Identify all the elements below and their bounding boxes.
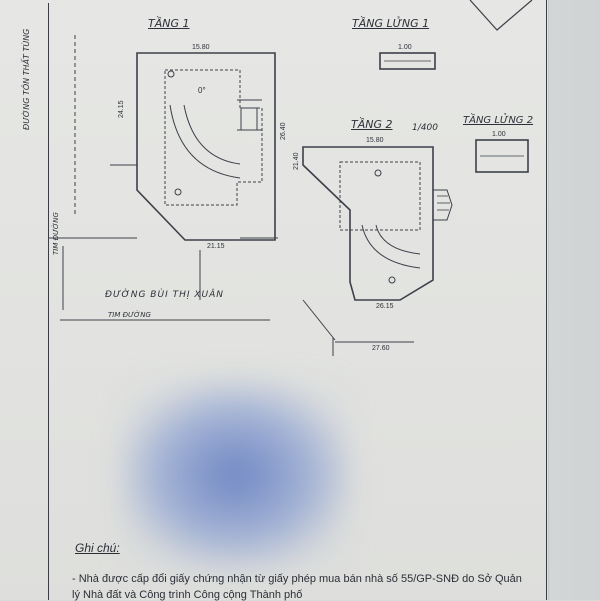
redacted-stamp	[120, 380, 350, 570]
lung2-dim: 1.00	[492, 131, 506, 138]
tang2-scale: 1/400	[412, 123, 438, 133]
tang2-curve-2	[375, 224, 421, 255]
tang1-inner	[164, 69, 263, 206]
dim-left-side: 24.15	[118, 100, 125, 118]
tang2-stairs	[433, 189, 453, 221]
notes-line-2: lý Nhà đất và Công trình Công cộng Thành…	[72, 589, 303, 601]
t2-dim-top: 15.80	[366, 137, 384, 144]
tang2-outline	[302, 146, 434, 301]
lung1-title: TẦNG LỬNG 1	[352, 17, 430, 30]
bottom-road-ref: TIM ĐƯỜNG	[108, 311, 151, 319]
t2-dim-bottom: 26.15	[376, 303, 394, 310]
tang1-curve-2	[183, 104, 241, 165]
lung2-title: TẦNG LỬNG 2	[463, 115, 534, 126]
tang2-inner	[339, 161, 421, 231]
adjacent-page-edge	[548, 0, 600, 600]
lung1-dim: 1.00	[398, 44, 412, 51]
north-arrow	[469, 0, 533, 31]
side-road-ref: TIM ĐƯỜNG	[52, 212, 60, 255]
bottom-road-label: ĐƯỜNG BÙI THỊ XUÂN	[105, 290, 225, 300]
notes-title: Ghi chú:	[75, 541, 120, 555]
dim-right-side: 26.40	[280, 122, 287, 140]
tang2-curve	[361, 224, 421, 269]
frame-top	[48, 3, 49, 600]
tang1-title: TẦNG 1	[148, 17, 190, 30]
side-road-label: ĐƯỜNG TÔN THẤT TÙNG	[22, 28, 31, 130]
t2-dim-left: 21.40	[293, 152, 300, 170]
dim-bottom: 21.15	[207, 243, 225, 250]
notes-line-1: - Nhà được cấp đổi giấy chứng nhận từ gi…	[72, 573, 522, 585]
lung2-outline	[475, 139, 529, 173]
tang2-title: TẦNG 2	[351, 118, 393, 131]
lung1-outline	[379, 52, 436, 70]
tang1-curve	[169, 104, 241, 179]
dim-top: 15.80	[192, 44, 210, 51]
frame-right	[546, 0, 547, 600]
t2-dim-front: 27.60	[372, 345, 390, 352]
room-mark: 0°	[198, 86, 206, 95]
tang1-outline	[136, 52, 276, 241]
